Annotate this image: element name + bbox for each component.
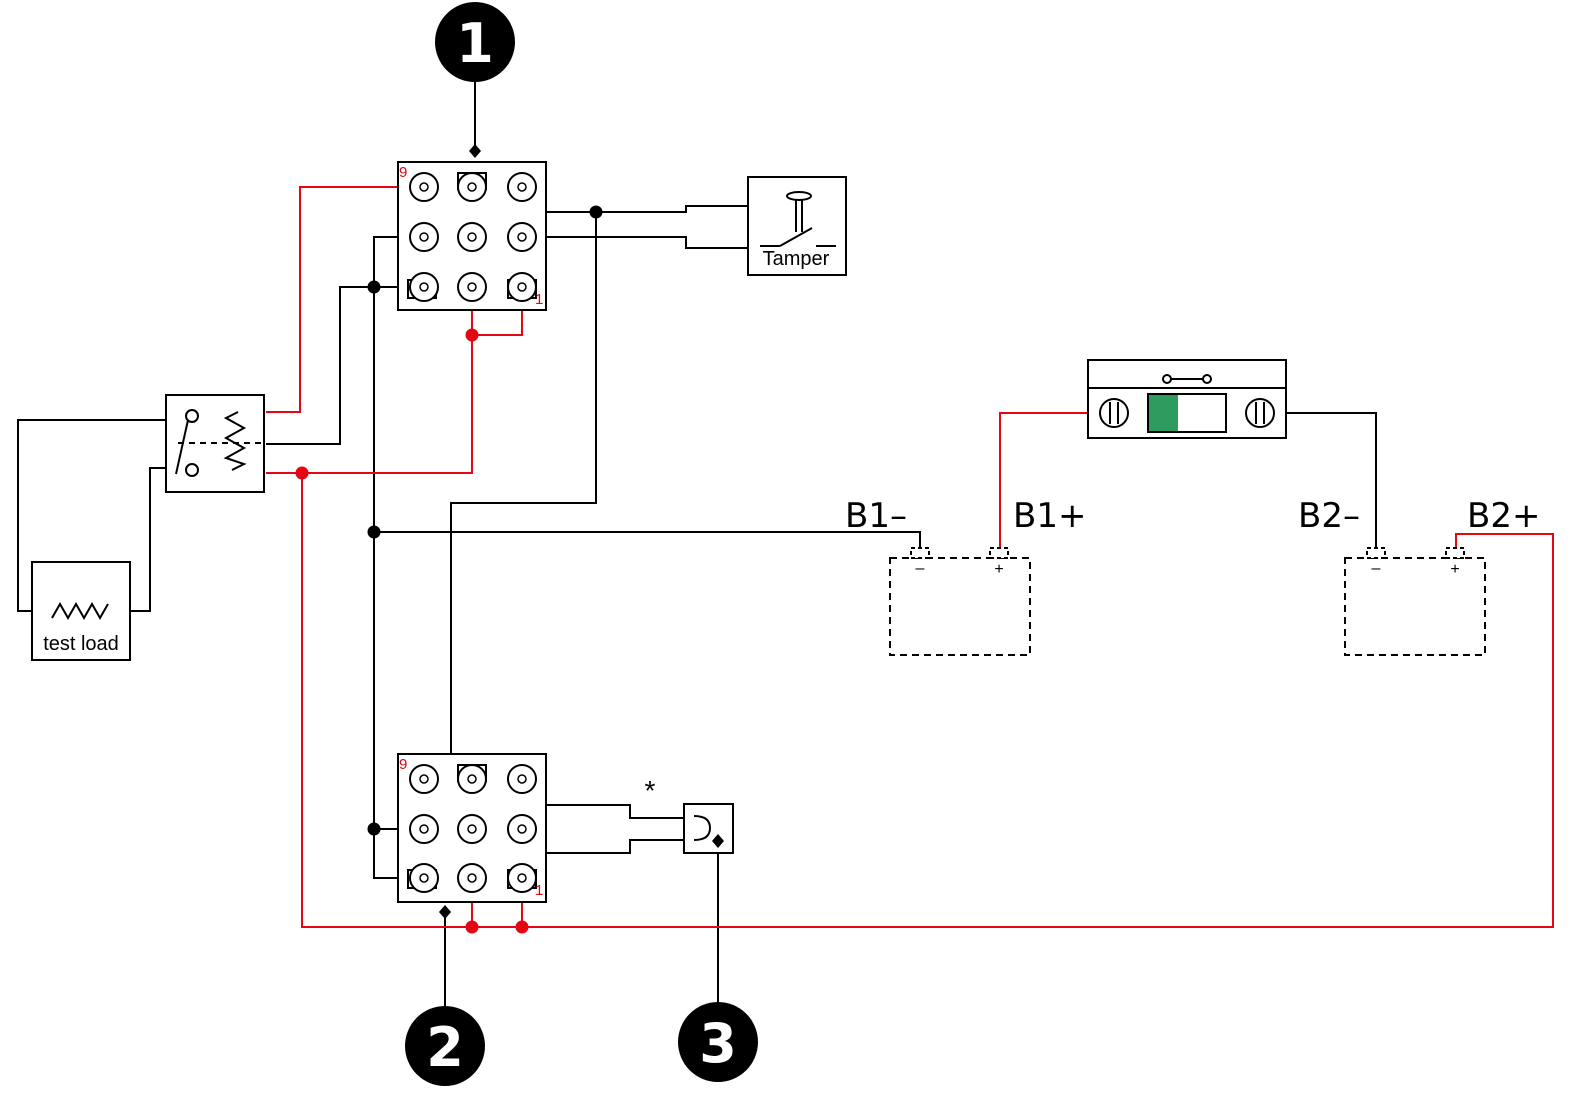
pin-label-9: 9 [399, 164, 407, 181]
svg-text:2: 2 [426, 1016, 464, 1079]
battery-2: – + B2– B2+ [1298, 496, 1540, 656]
callout-3: 3 [678, 834, 758, 1082]
sensor-box: * [645, 775, 734, 854]
battery-1-plus-sign: + [994, 561, 1003, 578]
terminal-block-bottom: 9 1 [397, 753, 547, 903]
callout-1: 1 [435, 2, 515, 158]
pin-label-1: 1 [535, 291, 543, 308]
callout-2: 2 [405, 905, 485, 1086]
pin-label-9: 9 [399, 756, 407, 773]
svg-text:1: 1 [456, 12, 494, 75]
tamper-switch: Tamper [747, 176, 847, 276]
test-load-label: test load [43, 633, 119, 655]
battery-2-plus-sign: + [1450, 561, 1459, 578]
battery-1: – + B1– B1+ [845, 496, 1086, 656]
test-load: test load [31, 561, 131, 661]
battery-1-minus-sign: – [916, 560, 925, 577]
relay [165, 394, 265, 493]
svg-text:3: 3 [699, 1012, 737, 1075]
tamper-label: Tamper [763, 248, 830, 270]
battery-2-minus-sign: – [1372, 560, 1381, 577]
fuse-indicator [1149, 395, 1178, 431]
asterisk-note: * [645, 775, 656, 806]
battery-2-neg-label: B2– [1298, 496, 1360, 536]
fuse-holder [1087, 359, 1287, 439]
battery-2-pos-label: B2+ [1467, 496, 1540, 536]
ground-wires [17, 80, 1377, 1013]
terminal-block-top: 9 1 [397, 161, 547, 311]
battery-1-pos-label: B1+ [1013, 496, 1086, 536]
pin-label-1: 1 [535, 882, 543, 899]
battery-1-neg-label: B1– [845, 496, 907, 536]
